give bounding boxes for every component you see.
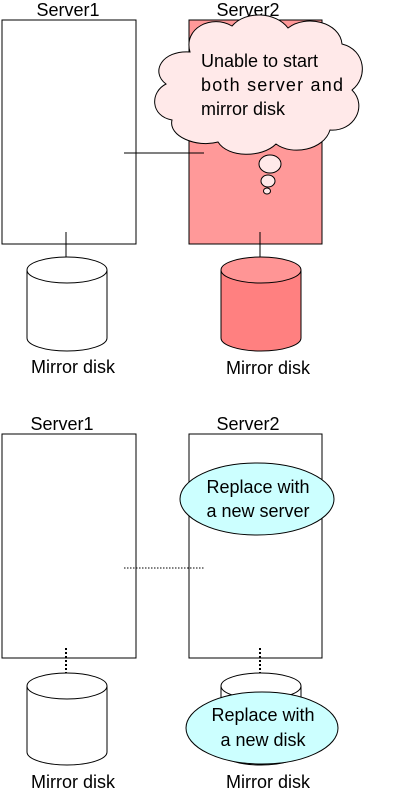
server1-box-after <box>1 433 137 659</box>
callout-replace-server-shape <box>179 462 335 536</box>
thought-dot-medium <box>260 174 276 188</box>
callout-replace-disk-shape <box>185 691 339 765</box>
mirror-disk1-label: Mirror disk <box>31 357 116 377</box>
callout-replace-disk-line2: a new disk <box>220 730 306 750</box>
mirror-disk1 <box>26 256 108 352</box>
scenario-replacement: Server1 Server2 Mirror disk Mirror disk … <box>1 414 339 792</box>
server1-box <box>1 19 137 245</box>
mirror-disk2-failed <box>220 256 302 352</box>
mirror-disk1-top <box>26 256 108 284</box>
mirror-disk2-label: Mirror disk <box>226 358 311 378</box>
mirror-disk1-after <box>26 672 108 766</box>
thought-dot-large <box>258 154 282 174</box>
mirror-disk1-body <box>26 270 108 352</box>
mirror-disk2-top <box>220 256 302 284</box>
thought-text-line2: both server and <box>201 75 343 95</box>
thought-text-line3: mirror disk <box>201 99 286 119</box>
scenario-failure: Server1 Server2 Mirror disk Mirror disk <box>1 0 363 378</box>
mirror-disk2-label-after: Mirror disk <box>226 772 311 792</box>
thought-cloud-shape <box>154 14 363 155</box>
thought-text-line1: Unable to start <box>201 51 318 71</box>
server2-label-after: Server2 <box>216 414 279 434</box>
thought-dot-small <box>263 187 271 195</box>
mirror-disk2-body <box>220 270 302 352</box>
callout-replace-server-line1: Replace with <box>206 477 309 497</box>
mirror-disk1-after-body <box>26 686 108 766</box>
mirror-disk1-label-after: Mirror disk <box>31 772 116 792</box>
callout-replace-disk: Replace with a new disk <box>185 691 339 765</box>
server1-label: Server1 <box>36 0 99 20</box>
callout-replace-server: Replace with a new server <box>179 462 335 536</box>
callout-replace-server-line2: a new server <box>206 501 309 521</box>
thought-bubble: Unable to start both server and mirror d… <box>154 14 363 195</box>
callout-replace-disk-line1: Replace with <box>211 705 314 725</box>
server1-label-after: Server1 <box>30 414 93 434</box>
mirror-disk1-after-top <box>26 672 108 700</box>
